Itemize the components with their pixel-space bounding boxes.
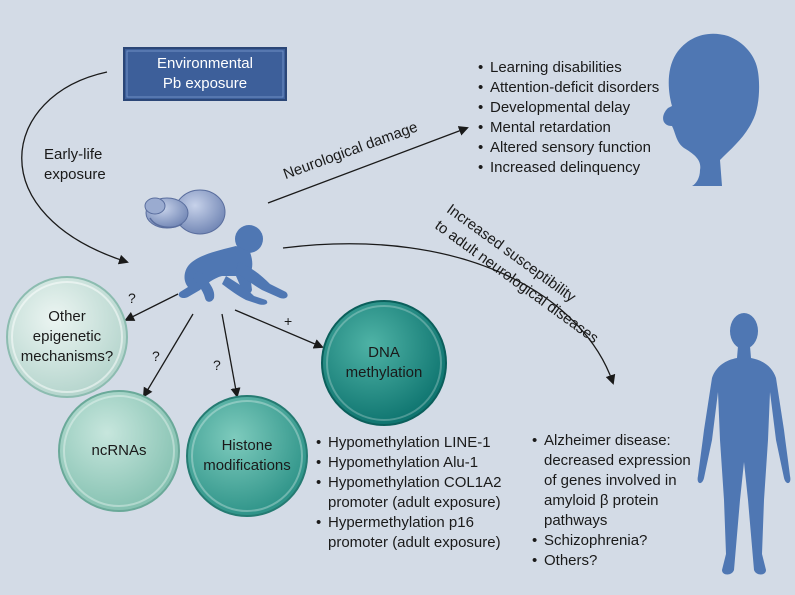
other-mechanisms-label: Other epigenetic mechanisms? <box>20 308 114 365</box>
histone-modifications-label: Histone modifications <box>203 437 291 474</box>
adult-body-silhouette <box>697 313 791 575</box>
ncrnas-circle <box>58 390 180 512</box>
dna-effect-item: Hypomethylation COL1A2 promoter (adult e… <box>316 473 501 513</box>
arrow-to-other <box>124 293 179 321</box>
other-question-mark: ? <box>128 290 136 306</box>
dna-methylation-circle <box>321 300 447 426</box>
adult-disease-list: Alzheimer disease: decreased expression … <box>532 431 691 571</box>
histone-question-mark: ? <box>213 357 221 373</box>
child-effect-item: Increased delinquency <box>478 158 659 178</box>
neurological-damage-arrow <box>267 126 469 204</box>
ncrnas-question-mark: ? <box>152 348 160 364</box>
child-effects-list: Learning disabilitiesAttention-deficit d… <box>478 58 659 178</box>
arrow-to-ncrnas <box>142 313 194 398</box>
child-effect-item: Attention-deficit disorders <box>478 78 659 98</box>
dna-effect-item: Hypomethylation LINE-1 <box>316 433 501 453</box>
arrow-to-dna <box>234 309 324 349</box>
ncrnas-label: ncRNAs <box>91 442 147 459</box>
exposure-box-label: Environmental Pb exposure <box>124 48 286 100</box>
early-life-label: Early-life exposure <box>44 145 106 185</box>
child-effect-item: Learning disabilities <box>478 58 659 78</box>
histone-modifications-circle <box>186 395 308 517</box>
adult-disease-item: Others? <box>532 551 691 571</box>
exposure-line-2: Pb exposure <box>162 75 248 92</box>
early-life-line-2: exposure <box>44 166 106 183</box>
fetus-illustration <box>144 189 226 235</box>
dna-effect-item: Hypomethylation Alu-1 <box>316 453 501 473</box>
arrow-to-histone <box>221 313 241 398</box>
child-effect-item: Altered sensory function <box>478 138 659 158</box>
early-life-line-1: Early-life <box>44 146 103 163</box>
adult-disease-item: Alzheimer disease: decreased expression … <box>532 431 691 531</box>
dna-methylation-effects-list: Hypomethylation LINE-1Hypomethylation Al… <box>316 433 501 553</box>
dna-plus-mark: + <box>284 313 293 329</box>
susceptibility-arrow <box>282 243 616 385</box>
dna-methylation-label: DNA methylation <box>345 344 423 381</box>
crawling-baby-silhouette <box>178 225 288 305</box>
other-mechanisms-circle <box>6 276 128 398</box>
adult-disease-item: Schizophrenia? <box>532 531 691 551</box>
child-effect-item: Developmental delay <box>478 98 659 118</box>
exposure-line-1: Environmental <box>157 55 253 72</box>
exposure-box <box>123 47 287 101</box>
dna-effect-item: Hypermethylation p16 promoter (adult exp… <box>316 513 501 553</box>
child-head-silhouette <box>663 33 760 186</box>
child-effect-item: Mental retardation <box>478 118 659 138</box>
early-life-arrow <box>21 71 129 265</box>
